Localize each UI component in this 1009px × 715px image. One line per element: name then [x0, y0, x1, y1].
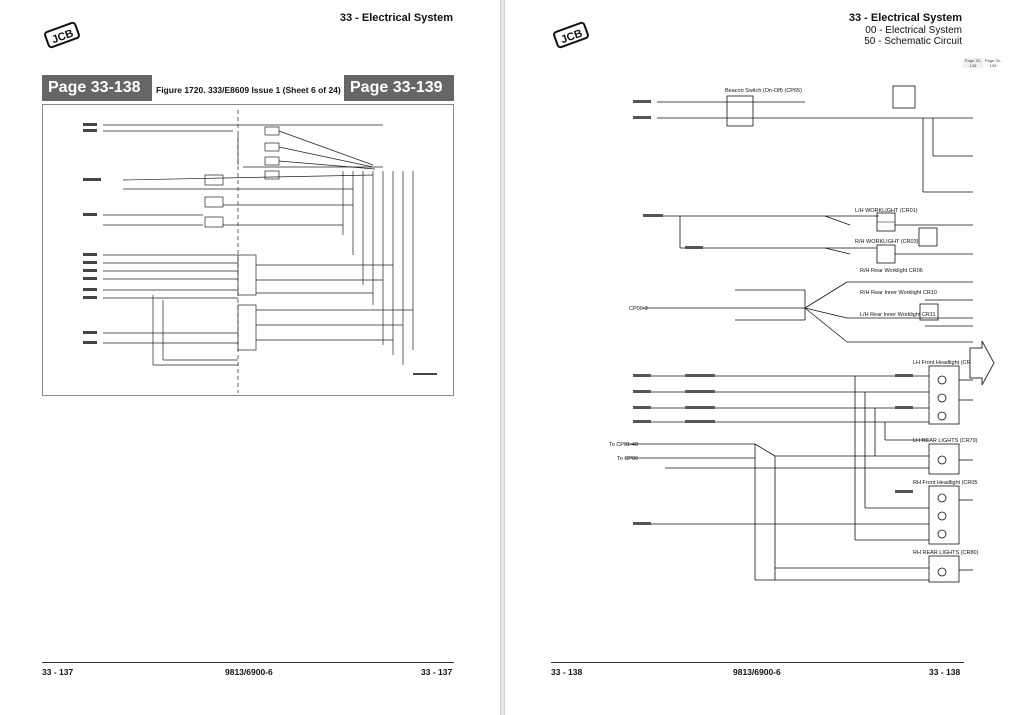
header-title: 33 - Electrical System	[848, 12, 962, 24]
lh-rear-inner-label: L/H Rear Inner Worklight CR11	[860, 312, 936, 318]
schematic-diagram[interactable]: Beacon Switch (On-Off) (CP65) L/H WORKLI…	[505, 0, 1009, 650]
right-header: 33 - Electrical System 00 - Electrical S…	[849, 12, 962, 47]
rh-worklight-label: R/H WORKLIGHT (CR03)	[855, 239, 919, 245]
rh-rear-worklight-label: R/H Rear Worklight CR06	[860, 268, 923, 274]
prev-page-button[interactable]: Page 33-138	[42, 75, 152, 101]
next-page-button[interactable]: Page 33-139	[344, 75, 454, 101]
left-header: 33 - Electrical System	[340, 12, 453, 25]
rh-front-headlight-label: RH Front Headlight (CR05	[913, 480, 978, 486]
left-page: JCB 33 - Electrical System Page 33-138 F…	[0, 0, 500, 715]
thumb-page-a[interactable]: Page 33-138	[963, 58, 983, 68]
jcb-logo: JCB	[553, 21, 589, 49]
lh-rear-lights-label: LH REAR LIGHTS (CR79)	[913, 438, 978, 444]
to-cp06-label: To CP06	[617, 456, 638, 462]
lh-front-headlight-label: LH Front Headlight (CR0	[913, 360, 974, 366]
header-title: 33 - Electrical System	[339, 12, 453, 24]
schematic-diagram	[83, 110, 437, 393]
rh-rear-lights-label: RH REAR LIGHTS (CR80)	[913, 550, 979, 556]
rh-rear-inner-label: R/H Rear Inner Worklight CR10	[860, 290, 937, 296]
right-page: JCB 33 - Electrical System 00 - Electric…	[505, 0, 1009, 715]
footer-rule	[42, 662, 454, 663]
footer-rule	[551, 662, 964, 663]
header-line2: 00 - Electrical System	[865, 25, 962, 36]
footer-right: 33 - 137	[421, 667, 453, 677]
footer-right: 33 - 138	[929, 667, 961, 677]
footer-left: 33 - 138	[551, 667, 583, 677]
next-sheet-arrow-icon[interactable]	[968, 340, 996, 386]
beacon-switch-label: Beacon Switch (On-Off) (CP65)	[725, 88, 802, 94]
to-cp01-label: To CP01-48	[609, 442, 638, 448]
figure-caption: Figure 1720. 333/E8609 Issue 1 (Sheet 6 …	[156, 85, 341, 95]
header-line3: 50 - Schematic Circuit	[864, 36, 962, 47]
footer-center: 9813/6900-6	[733, 667, 781, 677]
thumb-page-b[interactable]: Page 33-139	[984, 58, 1002, 68]
page-gutter	[500, 0, 505, 715]
jcb-logo: JCB	[44, 21, 80, 49]
footer-center: 9813/6900-6	[225, 667, 273, 677]
cp09-label: CP09-3	[629, 306, 648, 312]
schematic-thumbnail[interactable]	[42, 104, 454, 396]
lh-worklight-label: L/H WORKLIGHT (CR01)	[855, 208, 918, 214]
footer-left: 33 - 137	[42, 667, 74, 677]
